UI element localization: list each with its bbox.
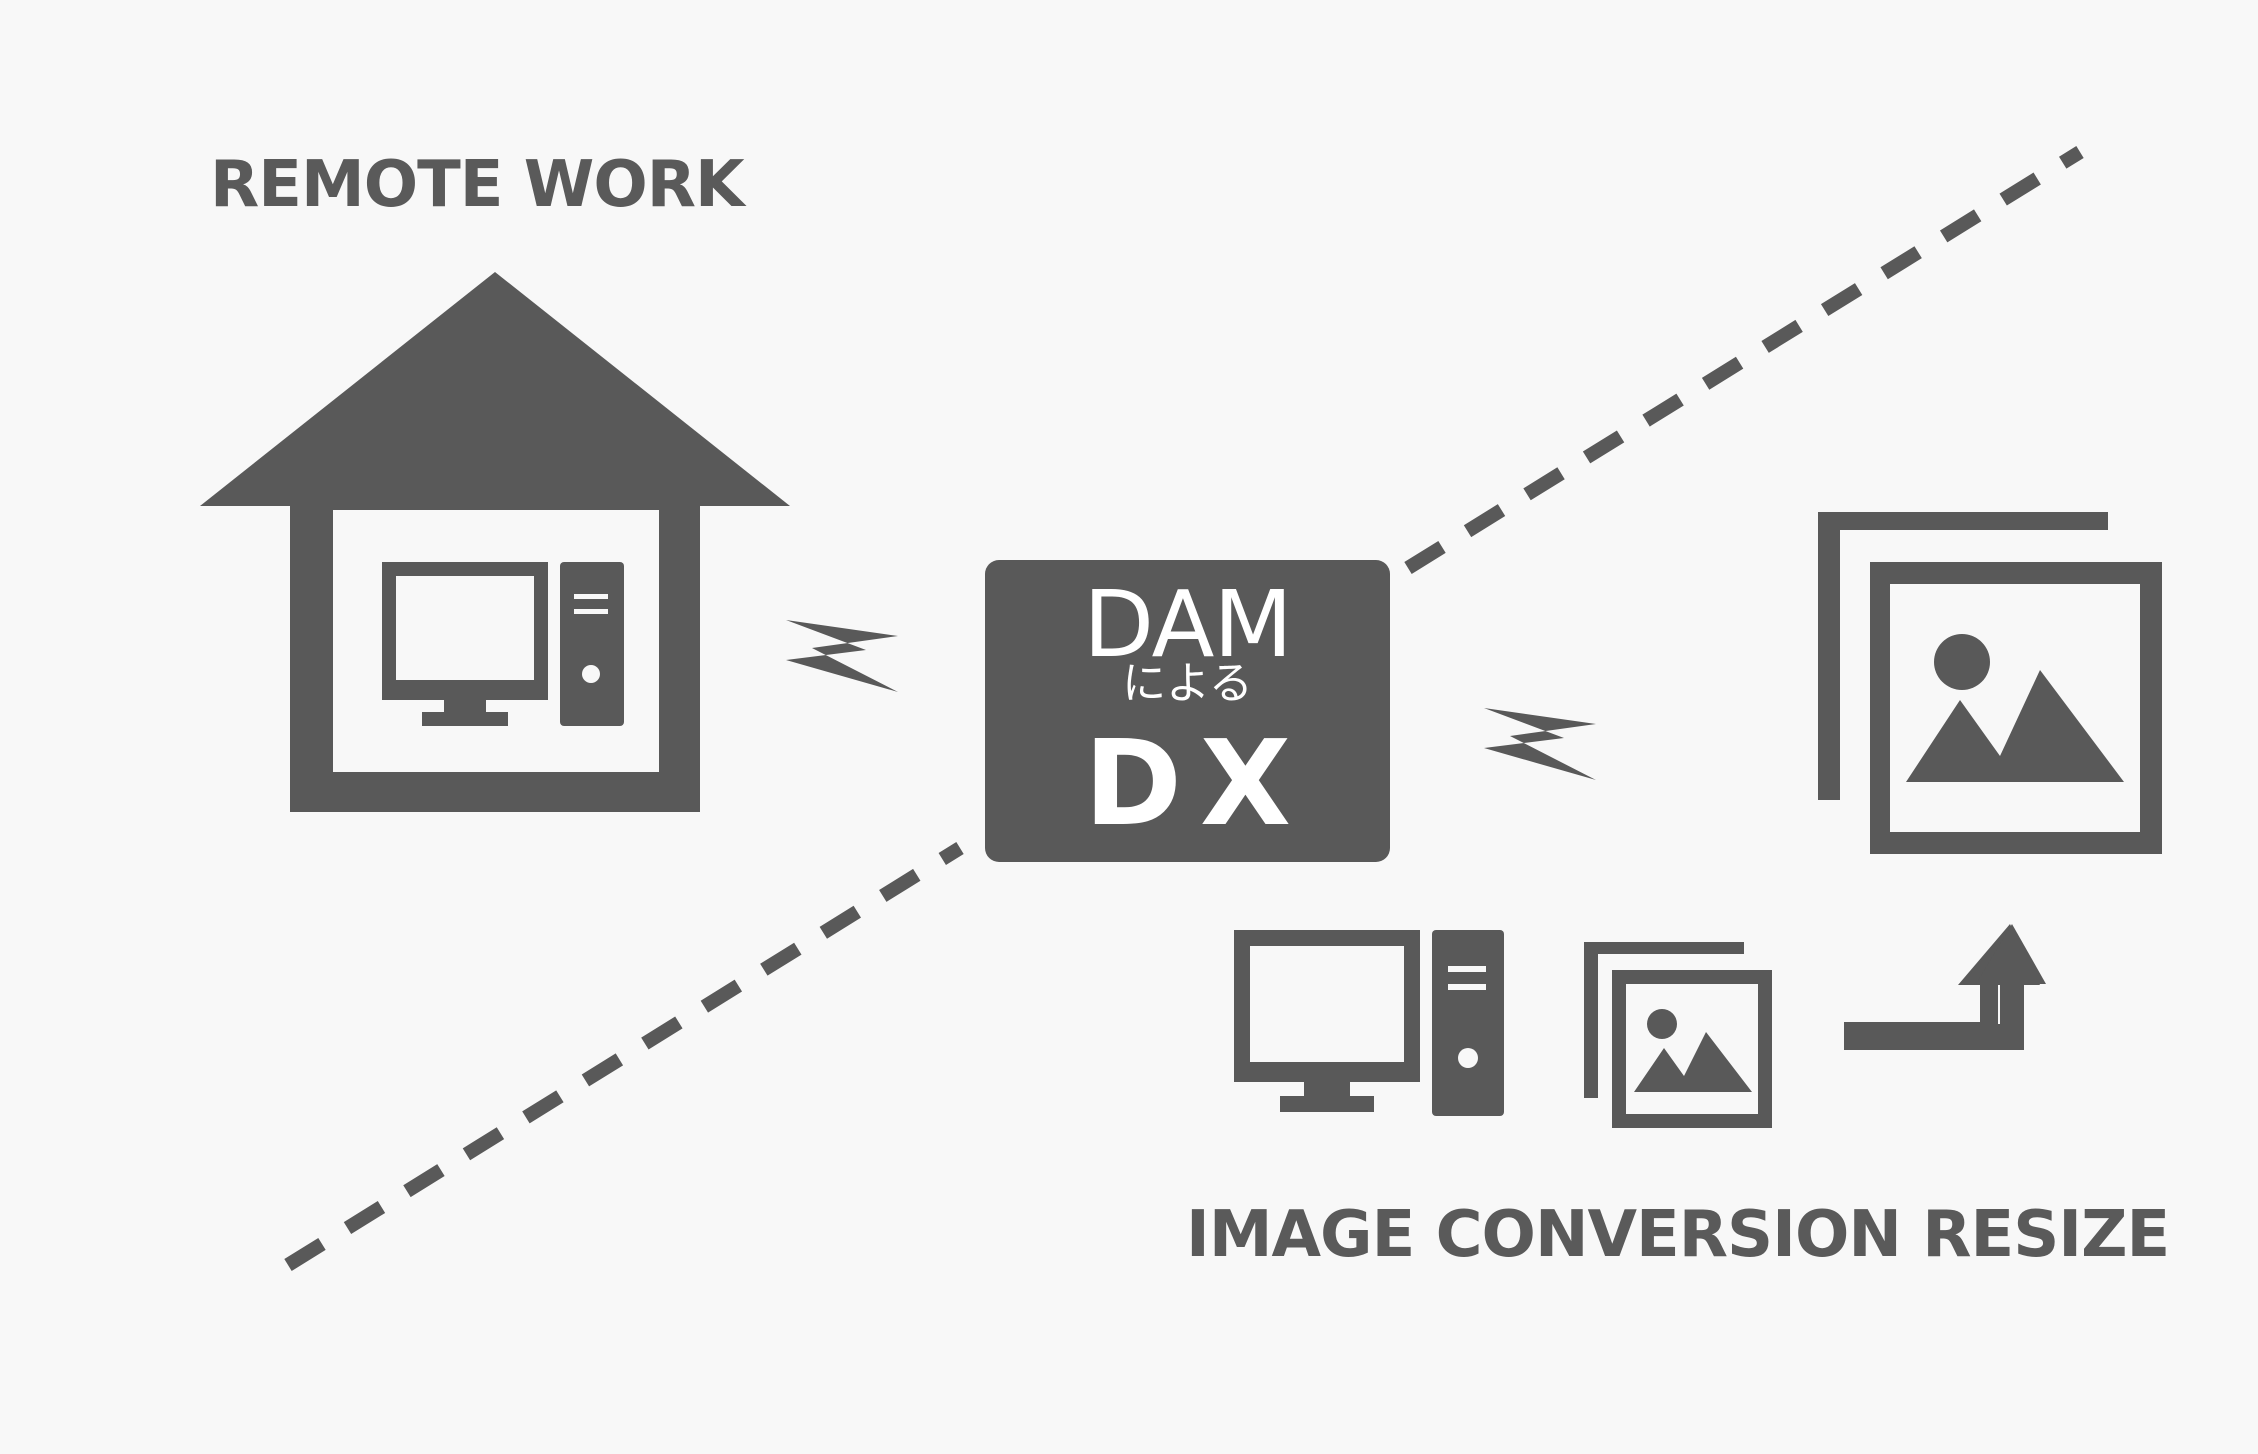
remote-work-label: REMOTE WORK [210, 148, 745, 222]
corner-arrow-icon [1844, 924, 2046, 1050]
lightning-icon [1484, 708, 1596, 780]
dashed-line-lower [284, 842, 964, 1271]
image-stack-icon [1818, 512, 2162, 854]
dam-box [985, 560, 1390, 862]
dashed-line-upper [1404, 146, 2084, 574]
desktop-computer-icon [1234, 930, 1504, 1116]
dx-title: DX [1084, 714, 1309, 852]
desktop-computer-icon [382, 562, 624, 726]
dam-title: DAM [1083, 571, 1293, 678]
dam-subtitle: による [1122, 658, 1253, 709]
lightning-icon [786, 620, 898, 692]
house-icon [200, 272, 790, 812]
image-conversion-label: IMAGE CONVERSION RESIZE [1186, 1198, 2170, 1272]
image-stack-icon [1584, 942, 1772, 1128]
